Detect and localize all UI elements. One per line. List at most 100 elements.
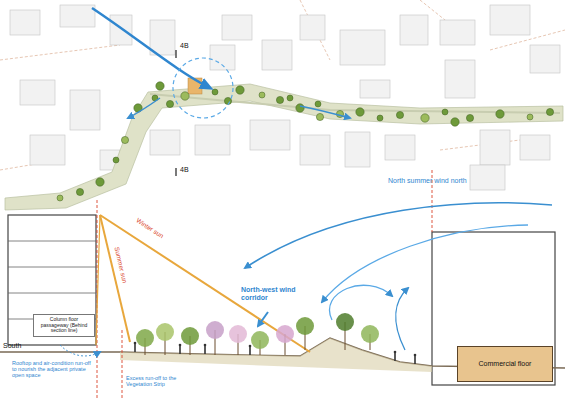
wind-arrow xyxy=(245,203,552,268)
building xyxy=(250,120,290,150)
tree xyxy=(316,113,323,120)
floor-line xyxy=(8,241,96,242)
building xyxy=(340,30,385,65)
person-head xyxy=(414,354,417,357)
floor-line xyxy=(8,267,96,268)
label: North summer wind north xyxy=(388,177,498,185)
tree-crown xyxy=(229,325,247,343)
wind-arrow xyxy=(92,8,210,88)
tree-crown xyxy=(206,321,224,339)
wind-arrow xyxy=(300,106,350,118)
label: Rooftop and air-condition run-off to nou… xyxy=(12,360,94,378)
building xyxy=(70,90,100,130)
summer-sun-ray xyxy=(100,215,130,342)
tree-crown xyxy=(181,327,199,345)
tree xyxy=(296,104,304,112)
tree xyxy=(451,118,459,126)
building xyxy=(300,135,330,165)
tree-crown xyxy=(136,329,154,347)
tree xyxy=(212,89,218,95)
building xyxy=(262,40,292,70)
building xyxy=(300,15,325,40)
plan-trees xyxy=(57,82,554,201)
building xyxy=(30,135,65,165)
person xyxy=(134,344,136,352)
building xyxy=(530,45,560,73)
tree xyxy=(121,136,128,143)
person-head xyxy=(249,345,252,348)
tree xyxy=(113,157,119,163)
building xyxy=(222,15,252,40)
label: Excess run-off to the Vegetation Strip xyxy=(126,375,196,387)
node-text: Commercial floor xyxy=(479,360,532,368)
note-box: Column floor passageway (Behind section … xyxy=(33,314,95,337)
person xyxy=(179,346,181,354)
wind-circle xyxy=(173,58,233,118)
wind-arrow xyxy=(322,225,528,302)
tree-crown xyxy=(361,325,379,343)
tree xyxy=(315,101,321,107)
road-line xyxy=(0,0,565,170)
building xyxy=(445,60,475,98)
building xyxy=(385,135,415,160)
label: North-west wind corridor xyxy=(241,286,303,301)
tree xyxy=(166,100,173,107)
building xyxy=(490,5,530,35)
building xyxy=(440,20,475,45)
section-marker xyxy=(175,50,176,176)
node-text: Column floor passageway (Behind section … xyxy=(36,317,92,334)
tree-crown xyxy=(336,313,354,331)
building xyxy=(400,15,428,45)
building xyxy=(470,165,505,190)
tree xyxy=(396,111,403,118)
tree xyxy=(546,108,553,115)
wind-curl xyxy=(329,285,392,320)
tree-crown xyxy=(296,317,314,335)
tree xyxy=(496,110,504,118)
tree xyxy=(156,82,164,90)
building xyxy=(210,45,235,70)
building xyxy=(480,130,510,165)
building xyxy=(150,130,180,155)
wind-curl xyxy=(396,288,408,350)
tree xyxy=(466,114,473,121)
person-head xyxy=(204,344,207,347)
building xyxy=(20,80,55,105)
person xyxy=(249,347,251,355)
person xyxy=(414,356,416,364)
label: South xyxy=(3,342,21,350)
tree xyxy=(57,195,63,201)
wind-arrow xyxy=(258,312,268,326)
building xyxy=(360,80,390,98)
tree xyxy=(377,115,383,121)
building xyxy=(345,132,370,167)
tree-crown xyxy=(251,331,269,349)
label: 4B xyxy=(180,42,189,50)
sun-ray xyxy=(96,215,100,345)
tree-crown xyxy=(156,323,174,341)
soil xyxy=(120,338,432,372)
building xyxy=(150,20,175,55)
vegetation-strip xyxy=(5,84,563,210)
tree xyxy=(96,178,104,186)
tree xyxy=(181,92,189,100)
tree xyxy=(287,95,293,101)
tree xyxy=(527,114,533,120)
building xyxy=(110,15,132,45)
north-building xyxy=(432,232,555,385)
tree xyxy=(259,92,265,98)
tree xyxy=(442,109,448,115)
building xyxy=(10,10,40,35)
section-trees xyxy=(136,313,379,355)
label: 4B xyxy=(180,166,189,174)
tree xyxy=(356,108,364,116)
tree xyxy=(276,96,283,103)
commercial-box: Commercial floor xyxy=(457,346,553,382)
runoff-arrow xyxy=(60,345,100,356)
boundary-line xyxy=(97,170,432,400)
tree xyxy=(236,86,244,94)
wind-arrow xyxy=(128,98,160,118)
tree xyxy=(76,188,83,195)
person-head xyxy=(134,342,137,345)
